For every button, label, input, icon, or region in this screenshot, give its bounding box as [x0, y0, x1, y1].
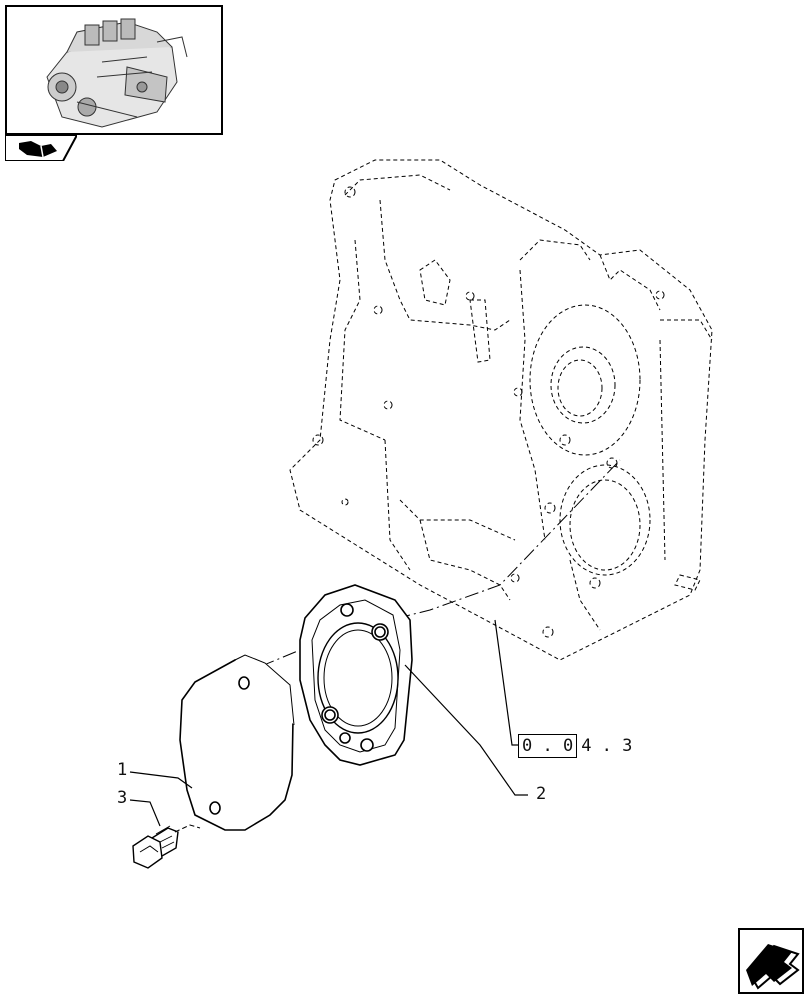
callout-1[interactable]: 1 [117, 760, 128, 780]
engine-thumbnail-icon [46, 18, 188, 128]
callout-1-leader [129, 771, 193, 789]
next-page-arrow-icon [746, 944, 800, 990]
gasket-part[interactable] [299, 584, 413, 766]
section-reference[interactable]: 0 . 0 4 . 3 [518, 734, 632, 758]
callout-2[interactable]: 2 [536, 784, 547, 804]
reference-boxed-part: 0 . 0 [518, 734, 578, 758]
book-arrow-icon[interactable] [5, 135, 77, 161]
next-page-button[interactable] [738, 928, 804, 994]
callout-3-leader [129, 799, 161, 827]
center-line [214, 459, 621, 681]
cover-plate-part[interactable] [179, 654, 295, 831]
callout-3[interactable]: 3 [117, 788, 128, 808]
reference-leader [494, 619, 530, 746]
callout-2-leader [404, 664, 528, 796]
reference-rest-part: 4 . 3 [581, 736, 633, 756]
engine-thumbnail[interactable] [5, 5, 223, 135]
bolt-part[interactable] [132, 824, 201, 869]
